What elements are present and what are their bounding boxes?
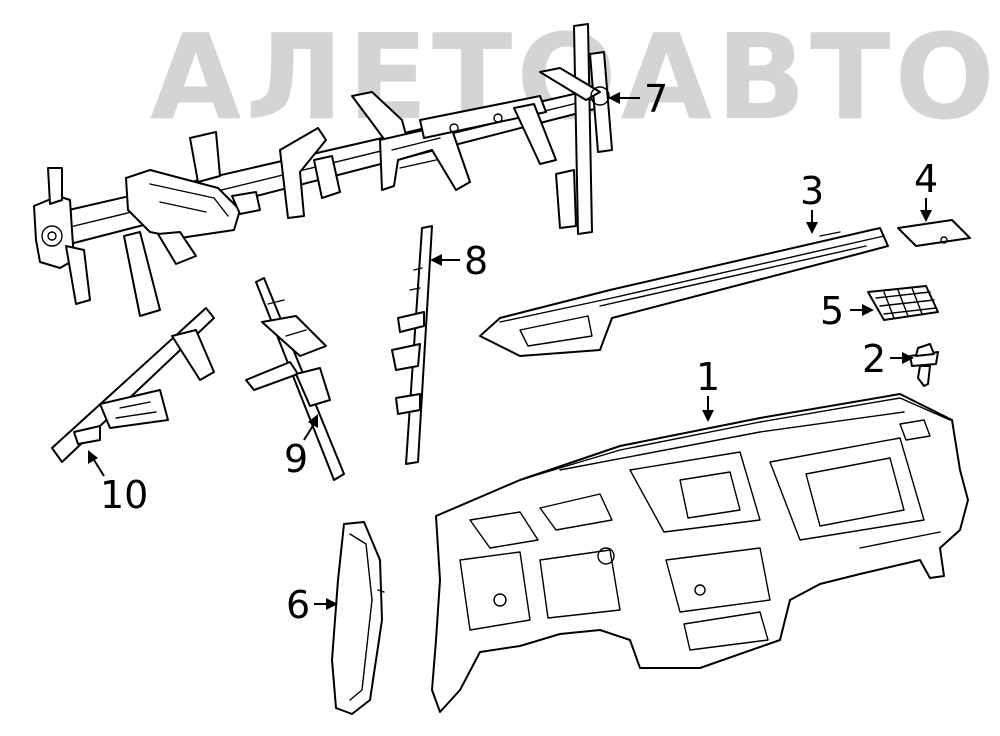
- callout-leaders: [88, 92, 932, 610]
- side-end-cap: [331, 521, 385, 715]
- small-cover-panel: [897, 219, 971, 247]
- callout-3: 3: [800, 169, 824, 213]
- callout-6: 6: [286, 583, 310, 627]
- callout-1: 1: [696, 355, 720, 399]
- callout-10: 10: [100, 473, 148, 517]
- vertical-brace: [391, 225, 433, 465]
- upper-trim-panel: [479, 227, 889, 357]
- cross-car-beam: [33, 23, 613, 317]
- callout-9: 9: [284, 437, 308, 481]
- callout-7: 7: [644, 77, 668, 121]
- callout-5: 5: [820, 289, 844, 333]
- callout-4: 4: [914, 157, 938, 201]
- side-brace: [51, 307, 215, 463]
- callout-8: 8: [464, 239, 488, 283]
- angled-brace: [245, 277, 345, 481]
- push-clip: [909, 343, 939, 387]
- callout-numbers: 1 2 3 4 5 6 7 8 9 10: [100, 77, 938, 627]
- callout-2: 2: [862, 337, 886, 381]
- instrument-panel-carrier: [431, 393, 969, 713]
- grille-cover: [867, 285, 939, 321]
